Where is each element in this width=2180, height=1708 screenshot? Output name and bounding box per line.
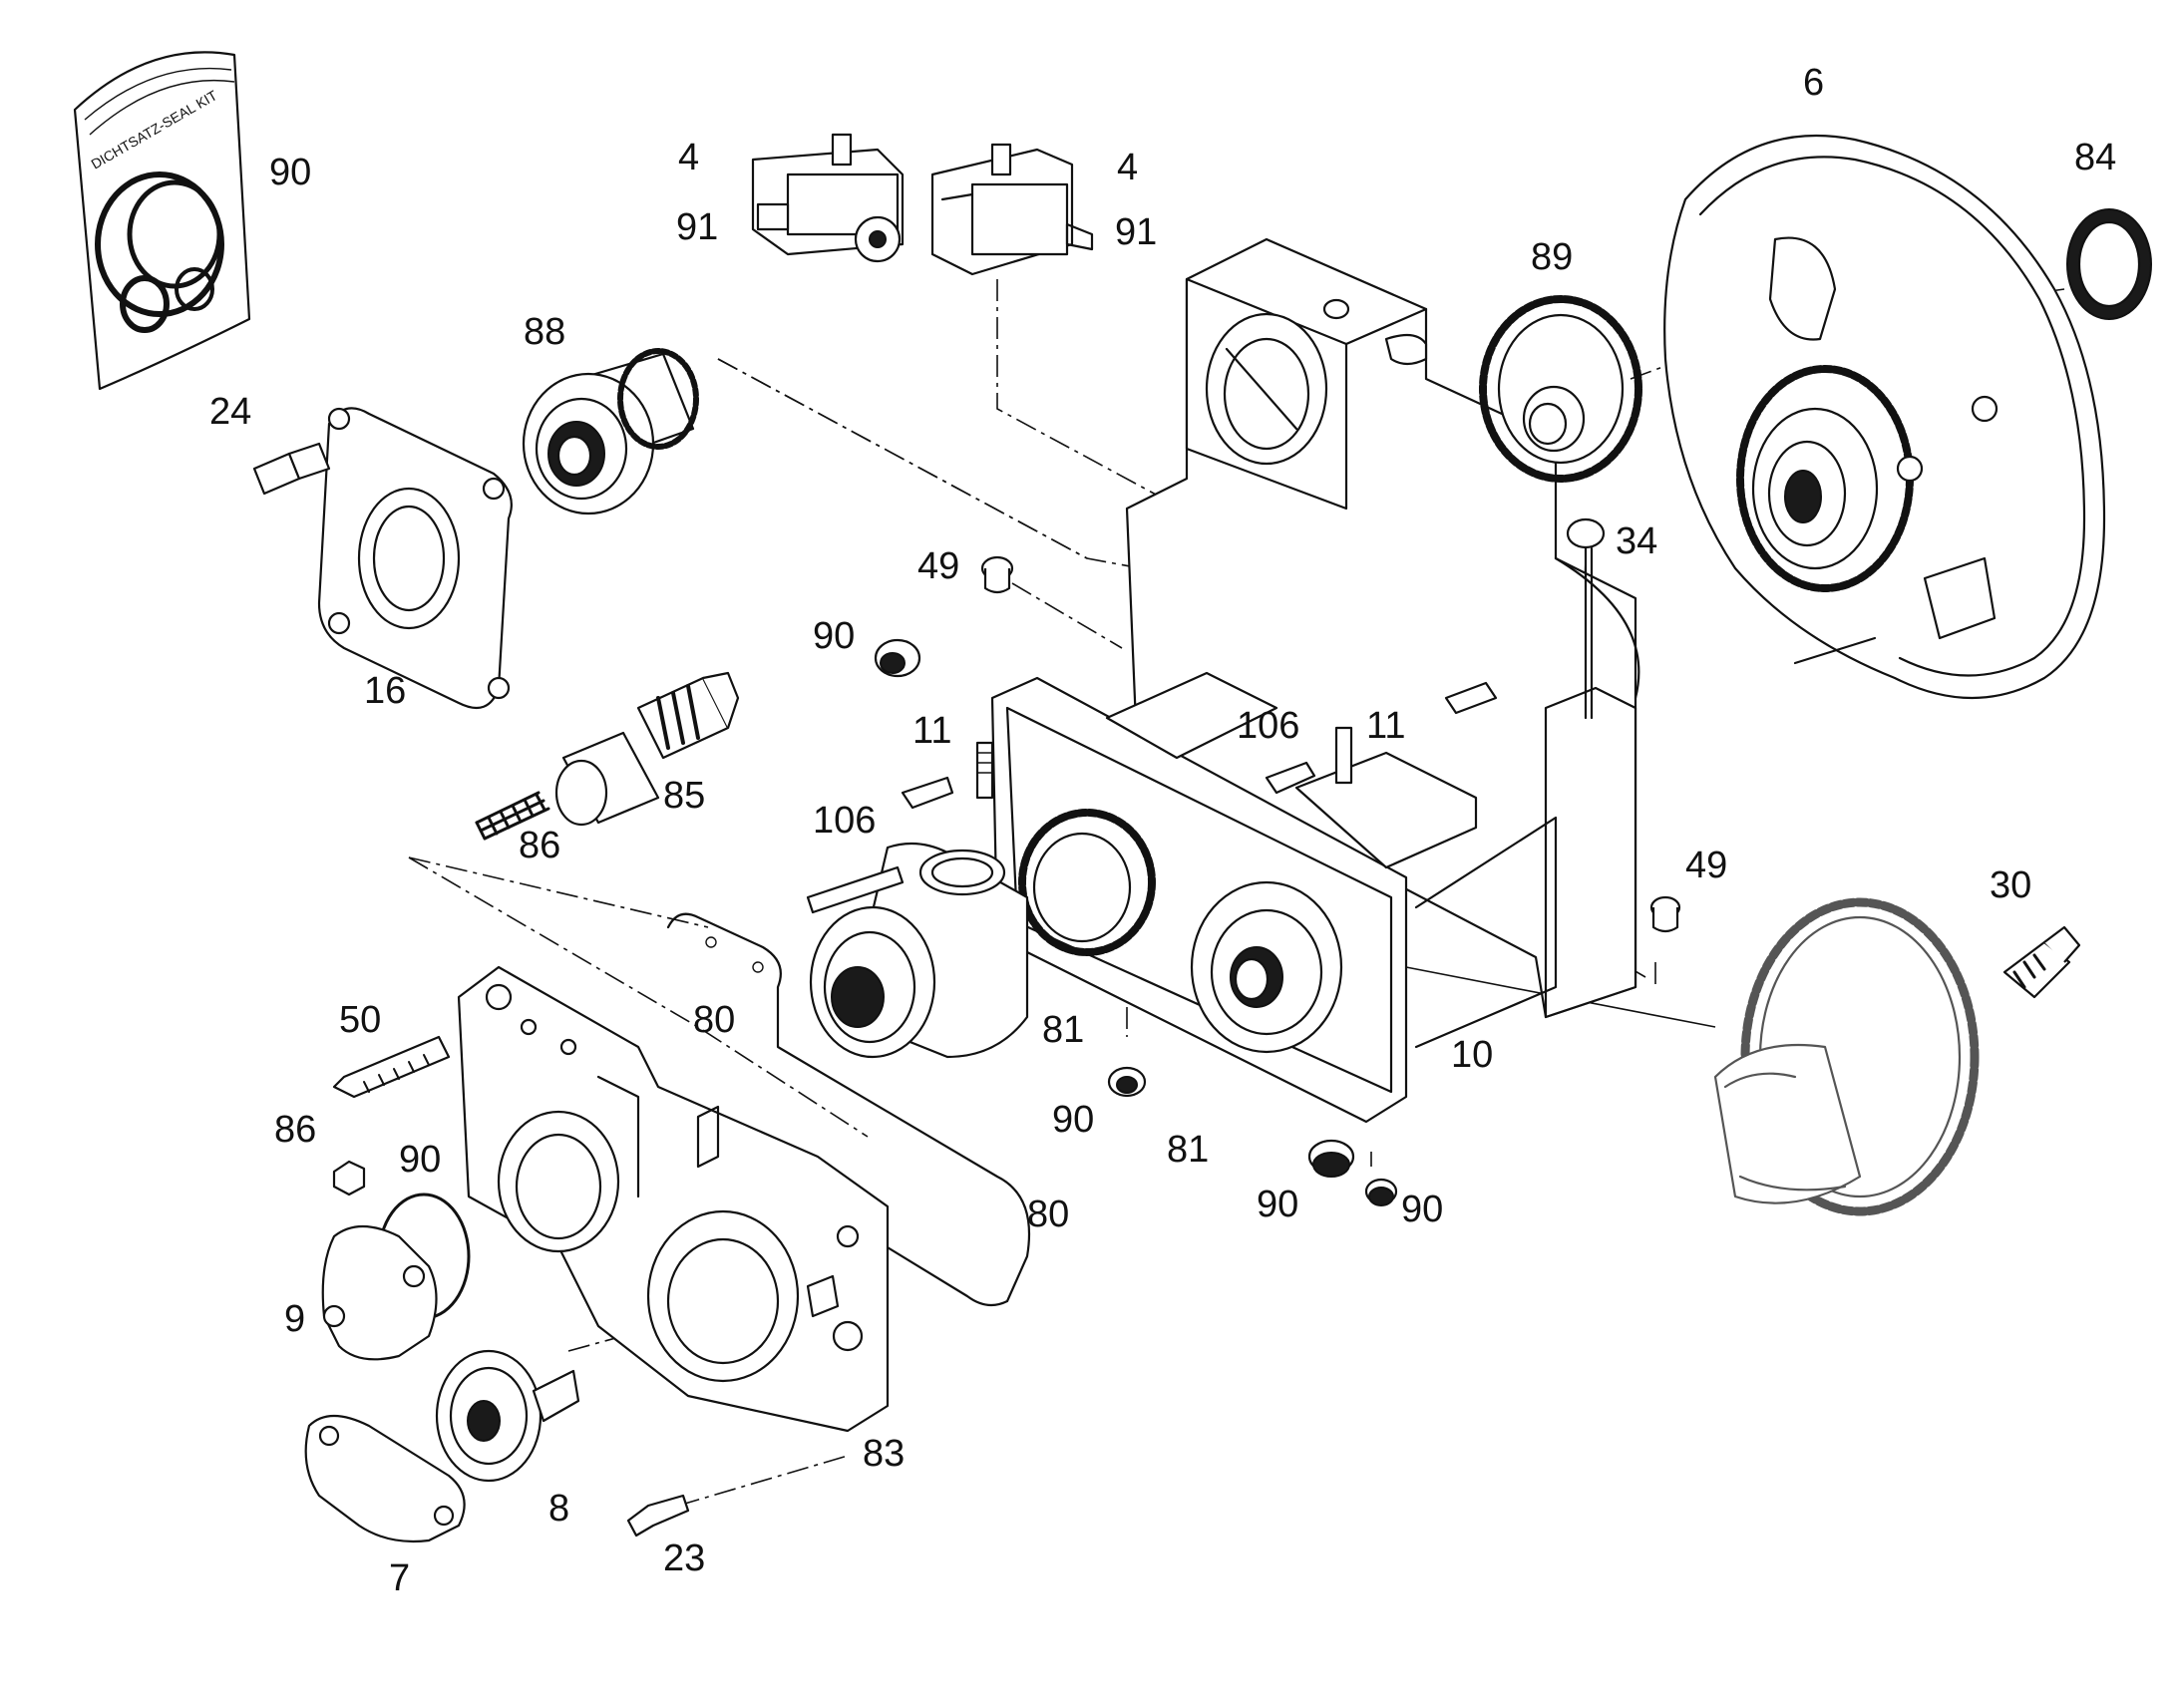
callout-86: 86 <box>519 825 560 866</box>
callout-6: 6 <box>1803 62 1824 104</box>
callout-89: 89 <box>1531 236 1573 278</box>
plug-49-lower-icon <box>1649 895 1681 933</box>
bolt-23-icon <box>626 1494 690 1537</box>
intermediate-housing-icon <box>990 671 1558 1124</box>
callout-86: 86 <box>274 1109 316 1151</box>
callout-7: 7 <box>389 1557 410 1599</box>
plug-90-mid-icon <box>1107 1066 1147 1098</box>
shaft-seal-84-icon <box>2066 208 2152 320</box>
callout-16: 16 <box>364 670 406 712</box>
callout-24: 24 <box>209 391 251 433</box>
plug-90-bottom-right-icon <box>1364 1178 1398 1206</box>
callout-91: 91 <box>676 206 718 248</box>
callout-labels: 6 84 90 4 91 4 91 89 88 24 34 49 90 16 1… <box>209 62 2116 1599</box>
callout-8: 8 <box>548 1488 569 1530</box>
callout-11: 11 <box>1366 705 1405 747</box>
callout-90: 90 <box>399 1139 441 1181</box>
callout-106: 106 <box>813 800 876 842</box>
callout-81: 81 <box>1167 1129 1209 1171</box>
pin-106-right-icon <box>1265 761 1316 795</box>
callout-90: 90 <box>1052 1099 1094 1141</box>
plug-49-upper-icon <box>980 555 1014 594</box>
callout-80: 80 <box>693 999 735 1041</box>
callout-83: 83 <box>863 1433 905 1475</box>
gear-89-icon <box>1479 295 1642 483</box>
callout-11: 11 <box>912 710 951 752</box>
cover-plate-16-icon <box>317 407 513 710</box>
cover-9-icon <box>321 1225 438 1361</box>
control-valve-left-icon <box>751 133 905 263</box>
callout-49: 49 <box>917 545 959 587</box>
callout-50: 50 <box>339 999 381 1041</box>
seal-kit-bag-icon: DICHTSATZ-SEAL KIT <box>73 51 251 391</box>
pump-bearing-icon <box>806 842 1029 1059</box>
gear-shaft-detail-icon <box>1713 897 1980 1216</box>
callout-90: 90 <box>1257 1184 1298 1225</box>
callout-90: 90 <box>813 615 855 657</box>
callout-88: 88 <box>524 311 565 353</box>
bolt-50-icon <box>332 1035 451 1099</box>
bearing-8-icon <box>435 1349 580 1483</box>
rear-housing-icon <box>457 965 890 1433</box>
screw-11-right-icon <box>1334 726 1353 785</box>
callout-49: 49 <box>1685 845 1727 886</box>
sensor-30-icon <box>2002 925 2081 999</box>
gasket-80-icon <box>666 912 1031 1307</box>
nut-86-icon <box>332 1160 366 1196</box>
callout-23: 23 <box>663 1537 705 1579</box>
cover-7-icon <box>304 1415 466 1543</box>
valve-spool-85-icon <box>554 671 740 827</box>
callout-4: 4 <box>678 137 699 178</box>
callout-90: 90 <box>269 152 311 193</box>
cover-6-icon <box>1663 134 2106 699</box>
callout-81: 81 <box>1042 1009 1084 1051</box>
callout-30: 30 <box>1990 864 2031 906</box>
callout-84: 84 <box>2074 137 2116 178</box>
callout-34: 34 <box>1616 520 1657 562</box>
callout-85: 85 <box>663 775 705 817</box>
main-housing-10-icon <box>1125 237 1640 1019</box>
callout-106: 106 <box>1237 705 1299 747</box>
callout-80: 80 <box>1027 1194 1069 1235</box>
control-valve-right-icon <box>930 143 1094 276</box>
bolt-24-icon <box>252 442 331 496</box>
callout-4: 4 <box>1117 147 1138 188</box>
spring-86-upper-icon <box>475 791 550 841</box>
callout-90: 90 <box>1401 1189 1443 1230</box>
callout-10: 10 <box>1451 1034 1493 1076</box>
plug-90-upper-icon <box>874 638 921 678</box>
callout-91: 91 <box>1115 211 1157 253</box>
callout-9: 9 <box>284 1298 305 1340</box>
plug-90-bottom-left-icon <box>1307 1139 1355 1178</box>
bearing-gear-88-icon <box>522 348 699 515</box>
screw-11-left-icon <box>975 741 994 800</box>
dipstick-34-icon <box>1566 517 1606 720</box>
pin-106-left-icon <box>901 776 954 810</box>
